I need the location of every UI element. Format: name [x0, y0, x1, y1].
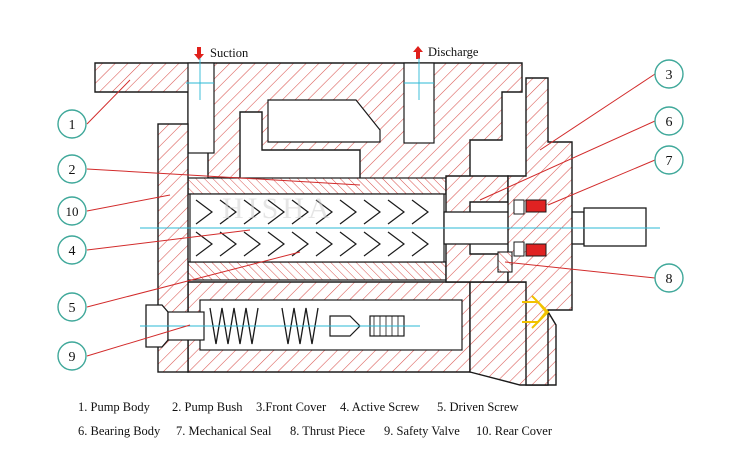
legend-item-mechanical-seal: 7. Mechanical Seal [176, 424, 272, 438]
legend-item-driven-screw: 5. Driven Screw [437, 400, 519, 414]
callout-8-number: 8 [666, 272, 673, 287]
center-lines [140, 58, 660, 327]
legend-item-bearing-body: 6. Bearing Body [78, 424, 161, 438]
discharge-indicator: Discharge [413, 45, 479, 59]
callout-3-number: 3 [666, 68, 673, 83]
callout-4: 4 [57, 235, 87, 265]
legend-item-pump-bush: 2. Pump Bush [172, 400, 243, 414]
discharge-arrow-icon [413, 46, 423, 59]
callout-5: 5 [57, 292, 87, 322]
callout-1: 1 [57, 109, 87, 139]
leader-lines [86, 73, 656, 357]
callout-10-number: 10 [66, 204, 79, 219]
pump-body [94, 62, 557, 386]
callout-8: 8 [654, 263, 684, 293]
callout-7-number: 7 [666, 154, 673, 169]
legend-item-front-cover: 3.Front Cover [256, 400, 327, 414]
legend-item-thrust-piece: 8. Thrust Piece [290, 424, 366, 438]
active-screw [195, 199, 429, 225]
legend-item-active-screw: 4. Active Screw [340, 400, 420, 414]
callout-2: 2 [57, 154, 87, 184]
legend-item-pump-body: 1. Pump Body [78, 400, 150, 414]
callout-5-number: 5 [69, 301, 76, 316]
callout-10: 10 [57, 196, 87, 226]
front-cover [507, 77, 573, 386]
legend-item-rear-cover: 10. Rear Cover [476, 424, 553, 438]
mechanical-seal [513, 199, 547, 257]
callout-6: 6 [654, 106, 684, 136]
callout-1-number: 1 [69, 118, 76, 133]
callout-4-number: 4 [69, 244, 76, 259]
legend-item-safety-valve: 9. Safety Valve [384, 424, 460, 438]
suction-label: Suction [210, 46, 249, 60]
discharge-label: Discharge [428, 45, 479, 59]
callout-7: 7 [654, 145, 684, 175]
suction-arrow-icon [194, 47, 204, 60]
callout-9-number: 9 [69, 350, 76, 365]
valve-spring-left [209, 307, 259, 345]
callout-3: 3 [654, 59, 684, 89]
callout-6-number: 6 [666, 115, 673, 130]
callout-9: 9 [57, 341, 87, 371]
suction-indicator: Suction [194, 46, 249, 60]
watermark-text: HISHA [222, 192, 334, 225]
flow-arrows [522, 295, 550, 329]
callout-2-number: 2 [69, 163, 76, 178]
valve-spring-right [281, 307, 319, 345]
driven-screw [195, 231, 429, 257]
